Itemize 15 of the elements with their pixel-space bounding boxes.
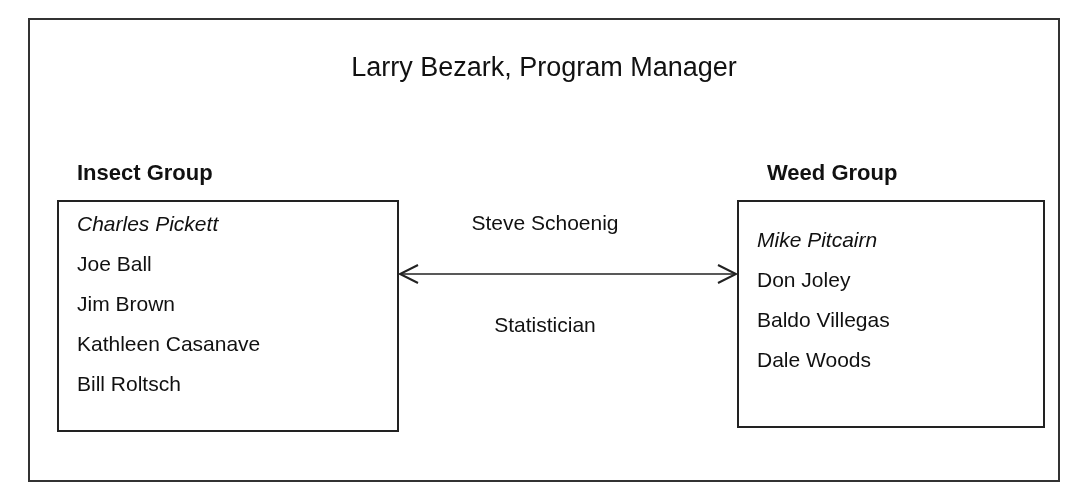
group-heading: Weed Group bbox=[767, 160, 898, 186]
group-leader-name: Mike Pitcairn bbox=[757, 228, 878, 252]
person-name: Steve Schoenig bbox=[470, 211, 620, 235]
member-name: Dale Woods bbox=[757, 348, 871, 372]
group-leader-name: Charles Pickett bbox=[77, 212, 219, 236]
diagram-title: Larry Bezark, Program Manager bbox=[350, 52, 738, 83]
member-name: Kathleen Casanave bbox=[77, 332, 261, 356]
role-label: Statistician bbox=[493, 313, 597, 337]
member-name: Jim Brown bbox=[77, 292, 176, 316]
double-arrow bbox=[399, 264, 737, 284]
member-name: Joe Ball bbox=[77, 252, 152, 276]
group-heading: Insect Group bbox=[77, 160, 213, 186]
member-name: Baldo Villegas bbox=[757, 308, 890, 332]
member-name: Bill Roltsch bbox=[77, 372, 181, 396]
member-name: Don Joley bbox=[757, 268, 851, 292]
